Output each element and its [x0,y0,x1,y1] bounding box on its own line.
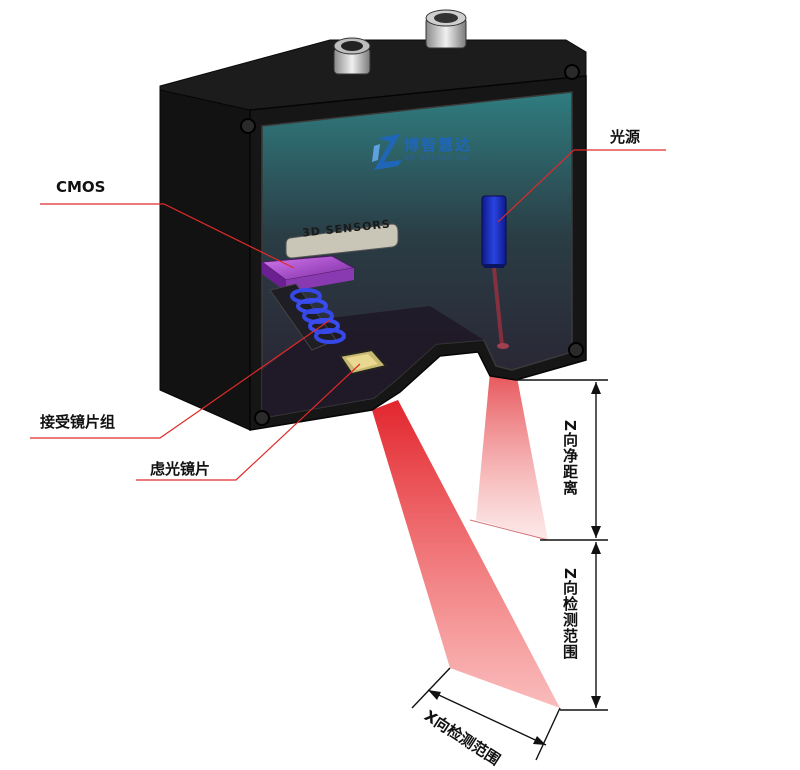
label-z-detection-range: Z向检测范围 [561,568,579,660]
label-filter-lens: 虑光镜片 [150,460,211,478]
brand-logo [372,134,402,170]
connector-right [425,9,467,49]
screw-icon [240,118,256,134]
sensor-nameplate [285,223,399,259]
leader-filter-lens [136,363,361,481]
filter-lens [338,348,388,376]
leader-receiving-lens [30,319,331,439]
brand-name-en: BO ZHI HUI DA [404,154,469,162]
screw-icon [564,64,580,80]
screw-icon [254,410,270,426]
leader-cmos [40,203,295,269]
x-dimension-lines [411,667,561,761]
leader-lines [30,149,666,481]
light-source [481,195,509,349]
label-cmos: CMOS [56,178,106,196]
label-light-source: 光源 [610,128,641,146]
label-z-clear-distance: Z向净距离 [561,420,579,496]
leader-light-source [497,149,666,223]
sensor-housing [159,39,587,431]
brand-name-cn: 博智慧达 [404,136,473,154]
cmos-sensor [260,255,356,292]
laser-fan-right [476,372,548,540]
label-receiving-lens-group: 接受镜片组 [40,413,116,431]
connector-left [333,37,371,75]
lens-spring [290,288,346,344]
screw-icon [568,342,584,358]
laser-fan-left [372,400,560,708]
receiving-lens-group [269,283,346,351]
laser-cross-line [469,519,549,541]
z-dimension-lines [516,379,608,711]
